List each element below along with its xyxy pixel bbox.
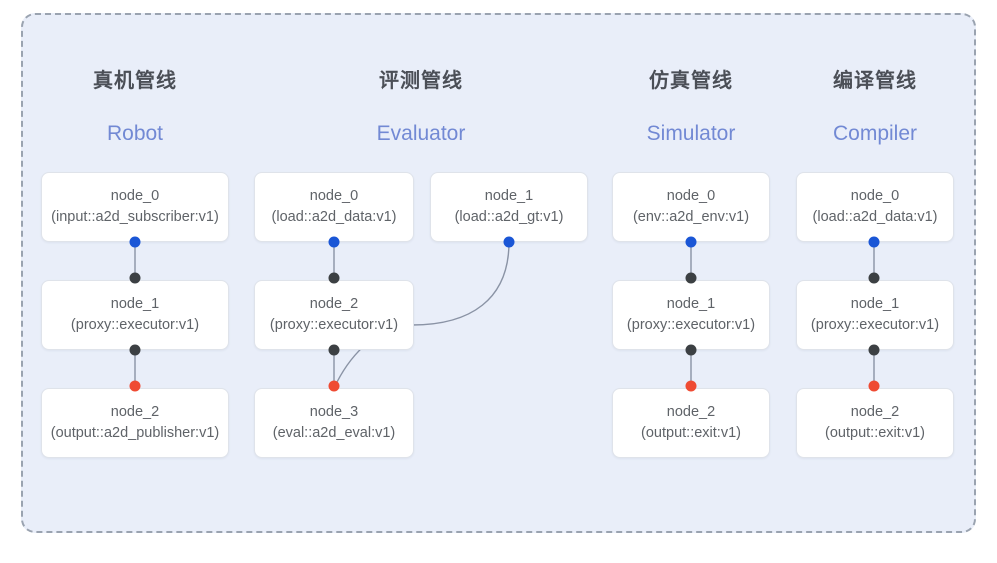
node-id: node_2 [309,295,359,312]
node-kind: (load::a2d_data:v1) [812,209,938,225]
node-id: node_2 [110,403,160,420]
node-evaluator-3[interactable]: node_3 (eval::a2d_eval:v1) [254,388,414,458]
port-in-simulator-1[interactable] [685,272,697,284]
node-kind: (load::a2d_data:v1) [271,209,397,225]
node-compiler-2[interactable]: node_2 (output::exit:v1) [796,388,954,458]
node-simulator-1[interactable]: node_1 (proxy::executor:v1) [612,280,770,350]
node-kind: (proxy::executor:v1) [626,317,756,333]
node-kind: (proxy::executor:v1) [269,317,399,333]
node-compiler-0[interactable]: node_0 (load::a2d_data:v1) [796,172,954,242]
port-out-robot-0[interactable] [129,236,141,248]
node-kind: (output::a2d_publisher:v1) [50,425,220,441]
node-id: node_1 [110,295,160,312]
port-in-compiler-1[interactable] [868,272,880,284]
port-in-robot-2[interactable] [129,380,141,392]
node-kind: (output::exit:v1) [641,425,741,441]
port-out-evaluator-2[interactable] [328,344,340,356]
node-kind: (load::a2d_gt:v1) [454,209,564,225]
node-id: node_0 [850,187,900,204]
port-in-simulator-2[interactable] [685,380,697,392]
node-evaluator-2[interactable]: node_2 (proxy::executor:v1) [254,280,414,350]
node-id: node_0 [309,187,359,204]
port-out-compiler-1[interactable] [868,344,880,356]
node-evaluator-1[interactable]: node_1 (load::a2d_gt:v1) [430,172,588,242]
node-kind: (eval::a2d_eval:v1) [272,425,396,441]
node-compiler-1[interactable]: node_1 (proxy::executor:v1) [796,280,954,350]
node-simulator-0[interactable]: node_0 (env::a2d_env:v1) [612,172,770,242]
port-in-evaluator-3[interactable] [328,380,340,392]
node-robot-0[interactable]: node_0 (input::a2d_subscriber:v1) [41,172,229,242]
node-kind: (input::a2d_subscriber:v1) [51,209,219,225]
node-robot-2[interactable]: node_2 (output::a2d_publisher:v1) [41,388,229,458]
node-id: node_1 [484,187,534,204]
node-kind: (proxy::executor:v1) [810,317,940,333]
port-out-evaluator-1[interactable] [503,236,515,248]
node-id: node_3 [309,403,359,420]
node-kind: (env::a2d_env:v1) [632,209,750,225]
port-in-evaluator-2[interactable] [328,272,340,284]
port-in-robot-1[interactable] [129,272,141,284]
node-kind: (output::exit:v1) [825,425,925,441]
node-id: node_0 [666,187,716,204]
node-id: node_1 [850,295,900,312]
node-id: node_0 [110,187,160,204]
port-out-simulator-0[interactable] [685,236,697,248]
node-simulator-2[interactable]: node_2 (output::exit:v1) [612,388,770,458]
port-out-robot-1[interactable] [129,344,141,356]
node-id: node_2 [850,403,900,420]
port-in-compiler-2[interactable] [868,380,880,392]
node-robot-1[interactable]: node_1 (proxy::executor:v1) [41,280,229,350]
node-id: node_1 [666,295,716,312]
port-out-compiler-0[interactable] [868,236,880,248]
node-id: node_2 [666,403,716,420]
port-out-simulator-1[interactable] [685,344,697,356]
node-evaluator-0[interactable]: node_0 (load::a2d_data:v1) [254,172,414,242]
node-kind: (proxy::executor:v1) [70,317,200,333]
port-out-evaluator-0[interactable] [328,236,340,248]
